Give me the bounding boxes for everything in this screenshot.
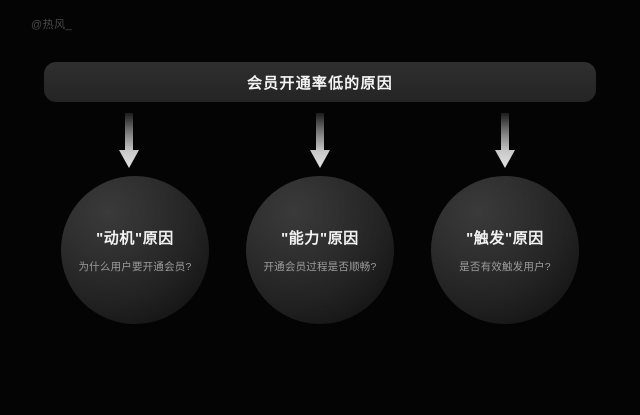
node-ability-subtitle: 开通会员过程是否顺畅?	[263, 260, 377, 273]
node-motivation-title: "动机"原因	[96, 229, 174, 247]
node-motivation: "动机"原因 为什么用户要开通会员?	[61, 176, 209, 324]
node-trigger: "触发"原因 是否有效触发用户?	[431, 176, 579, 324]
node-trigger-title: "触发"原因	[466, 229, 544, 247]
watermark-label: @热风_	[31, 19, 73, 31]
arrow-to-trigger	[494, 113, 516, 169]
node-motivation-subtitle: 为什么用户要开通会员?	[78, 260, 192, 273]
node-ability: "能力"原因 开通会员过程是否顺畅?	[246, 176, 394, 324]
arrow-to-motivation	[118, 113, 140, 169]
arrow-to-ability	[309, 113, 331, 169]
page-title: 会员开通率低的原因	[247, 74, 393, 92]
title-banner: 会员开通率低的原因	[44, 62, 596, 102]
node-trigger-subtitle: 是否有效触发用户?	[459, 260, 551, 273]
node-ability-title: "能力"原因	[281, 229, 359, 247]
